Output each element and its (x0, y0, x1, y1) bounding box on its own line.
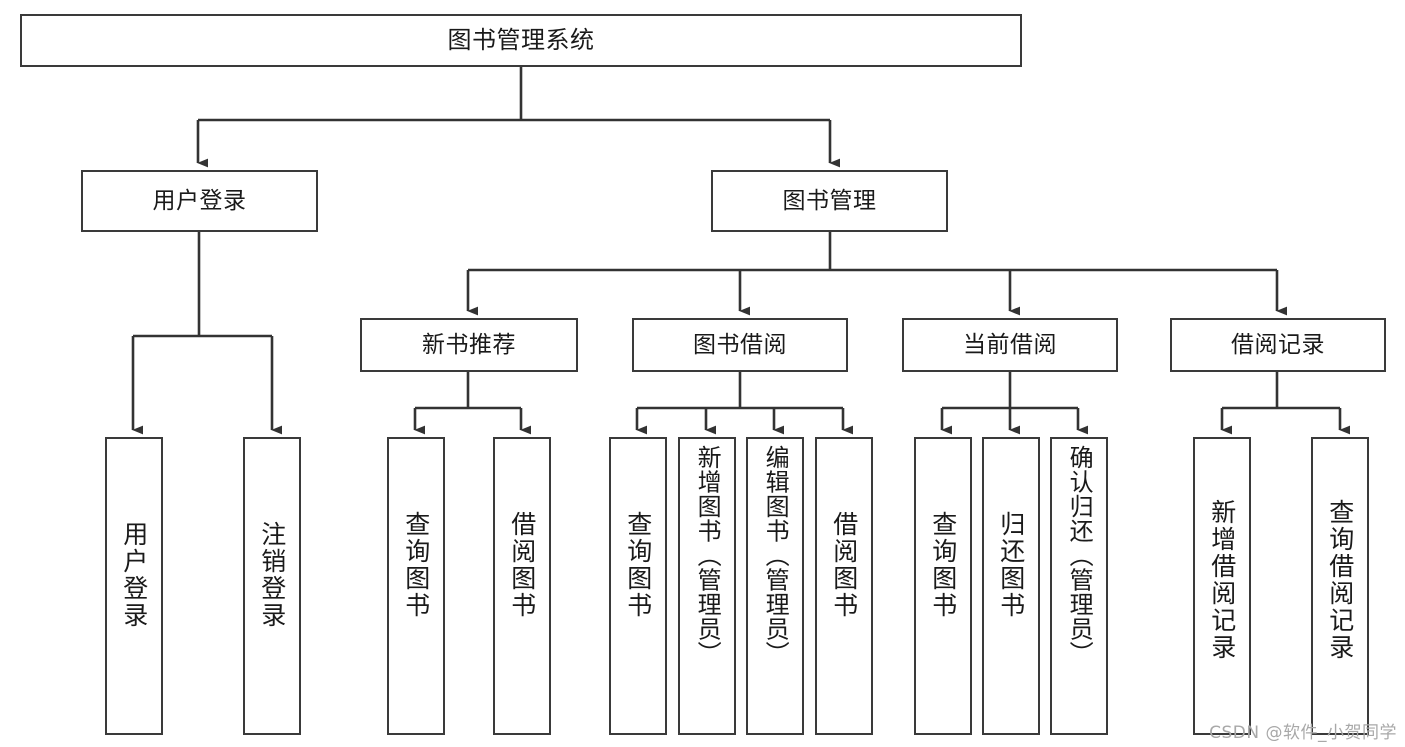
leaf-query-book-newbook[interactable]: 查询图书 (387, 437, 445, 735)
node-label: 新增借阅记录 (1207, 499, 1237, 661)
node-label: 归还图书 (996, 511, 1026, 619)
leaf-user-login[interactable]: 用户登录 (105, 437, 163, 735)
node-book-borrow[interactable]: 图书借阅 (632, 318, 848, 372)
node-label: 图书管理系统 (447, 25, 595, 54)
node-label: 图书管理 (782, 187, 877, 214)
node-book-management[interactable]: 图书管理 (711, 170, 948, 232)
node-label: 当前借阅 (963, 331, 1057, 358)
leaf-logout[interactable]: 注销登录 (243, 437, 301, 735)
node-root-system[interactable]: 图书管理系统 (20, 14, 1022, 67)
node-label: 查询图书 (401, 511, 431, 619)
leaf-query-borrow-record[interactable]: 查询借阅记录 (1311, 437, 1369, 735)
node-label: 查询图书 (928, 511, 958, 619)
node-label: 用户登录 (119, 521, 149, 629)
node-borrow-record[interactable]: 借阅记录 (1170, 318, 1386, 372)
node-label: 注销登录 (257, 521, 287, 629)
node-new-book-recommend[interactable]: 新书推荐 (360, 318, 578, 372)
node-label: 新增图书（管理员） (693, 445, 722, 666)
node-label: 用户登录 (152, 187, 247, 214)
node-label: 编辑图书（管理员） (761, 445, 790, 666)
leaf-query-book-current[interactable]: 查询图书 (914, 437, 972, 735)
leaf-return-book[interactable]: 归还图书 (982, 437, 1040, 735)
node-label: 借阅图书 (507, 511, 537, 619)
leaf-add-book-admin[interactable]: 新增图书（管理员） (678, 437, 736, 735)
node-current-borrow[interactable]: 当前借阅 (902, 318, 1118, 372)
node-label: 新书推荐 (422, 331, 516, 358)
node-label: 借阅图书 (829, 511, 859, 619)
node-label: 确认归还（管理员） (1065, 445, 1094, 666)
node-label: 查询借阅记录 (1325, 499, 1355, 661)
node-label: 借阅记录 (1231, 331, 1325, 358)
node-label: 图书借阅 (693, 331, 787, 358)
leaf-add-borrow-record[interactable]: 新增借阅记录 (1193, 437, 1251, 735)
watermark: CSDN @软件_小贺同学 (1209, 723, 1397, 743)
leaf-confirm-return-admin[interactable]: 确认归还（管理员） (1050, 437, 1108, 735)
leaf-borrow-book-newbook[interactable]: 借阅图书 (493, 437, 551, 735)
leaf-query-book-borrow[interactable]: 查询图书 (609, 437, 667, 735)
node-label: 查询图书 (623, 511, 653, 619)
leaf-edit-book-admin[interactable]: 编辑图书（管理员） (746, 437, 804, 735)
leaf-borrow-book[interactable]: 借阅图书 (815, 437, 873, 735)
node-user-login[interactable]: 用户登录 (81, 170, 318, 232)
